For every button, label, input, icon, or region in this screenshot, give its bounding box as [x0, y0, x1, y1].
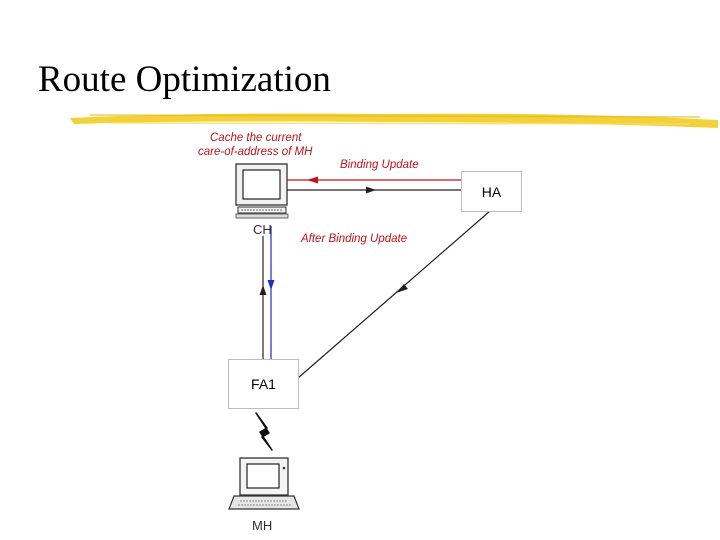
desktop-computer-icon — [235, 163, 289, 219]
fa1-label: FA1 — [251, 376, 276, 392]
ha-node: HA — [461, 171, 522, 212]
laptop-icon — [228, 457, 300, 510]
fa1-node: FA1 — [228, 359, 299, 409]
slide-title: Route Optimization — [38, 59, 331, 100]
binding-update-label: Binding Update — [340, 159, 419, 171]
mh-label: MH — [252, 518, 273, 533]
cache-note-line2: care-of-address of MH — [198, 146, 313, 158]
ha-to-fa1-path — [297, 210, 491, 379]
binding-update-arrow — [287, 176, 462, 194]
after-binding-update-label: After Binding Update — [301, 233, 408, 245]
ha-label: HA — [481, 183, 502, 200]
title-underline — [70, 113, 718, 128]
ch-label: CH — [253, 222, 272, 237]
cache-note-line1: Cache the current — [210, 132, 302, 144]
wireless-link-icon — [255, 412, 273, 451]
ch-fa1-paths — [259, 226, 275, 360]
